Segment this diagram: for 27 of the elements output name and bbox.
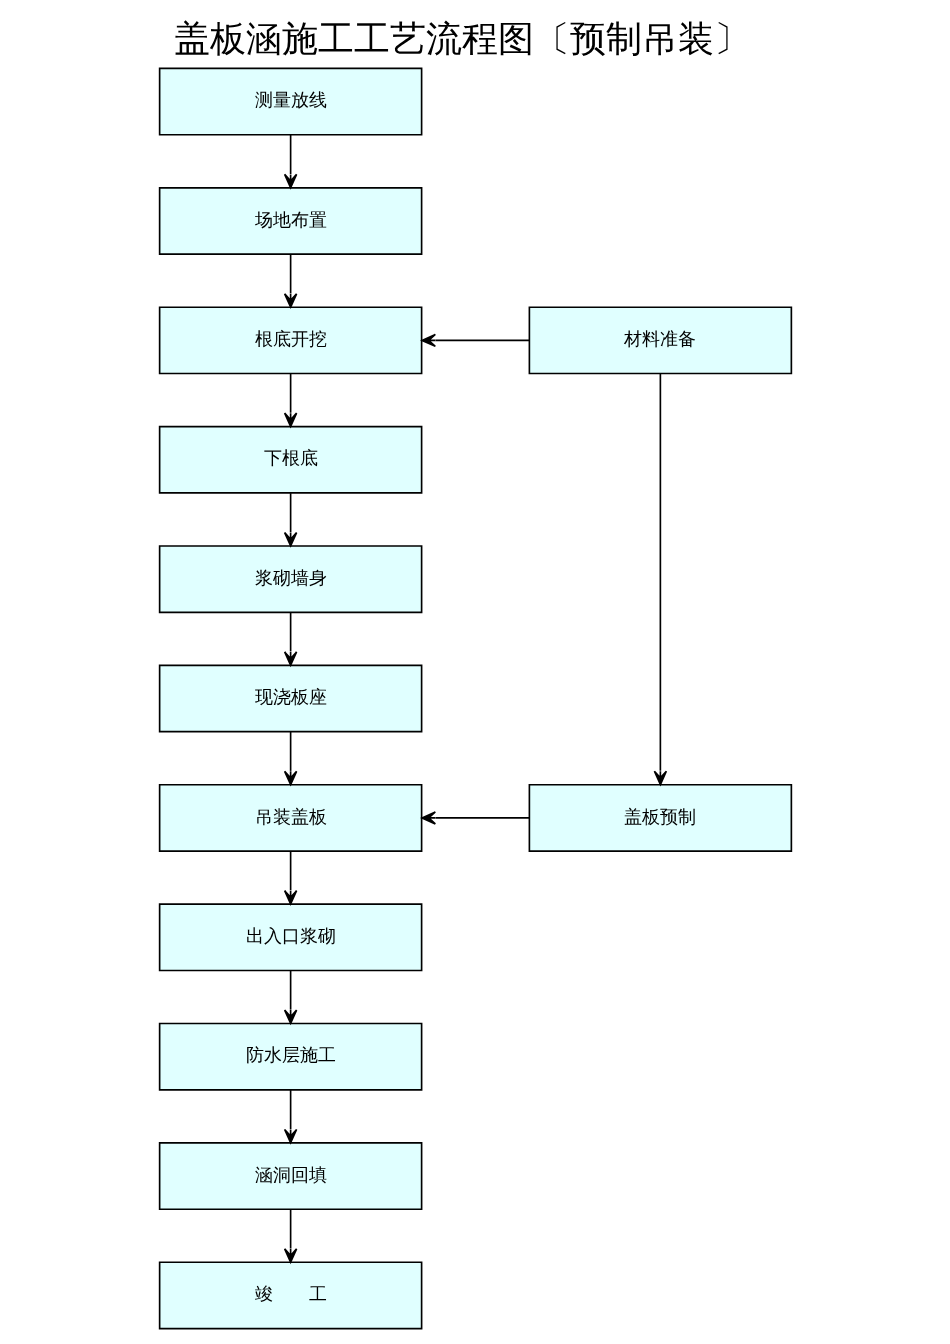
arrow (283, 969, 297, 1025)
arrow (283, 731, 297, 786)
arrow (420, 811, 530, 825)
node-box: 出入口浆砌 (158, 903, 422, 972)
arrow (283, 134, 297, 189)
node-box: 盖板预制 (528, 783, 792, 852)
node-box: 防水层施工 (158, 1022, 422, 1091)
arrow (283, 1089, 297, 1144)
node-box: 涵洞回填 (158, 1142, 422, 1211)
node-box: 竣 工 (158, 1261, 422, 1330)
arrow (283, 492, 297, 547)
node-box: 现浇板座 (158, 664, 422, 733)
arrow (283, 372, 297, 428)
node-box: 下根底 (158, 425, 422, 494)
arrow (283, 611, 297, 667)
arrow (283, 1208, 297, 1263)
arrow (653, 373, 667, 786)
arrow (420, 333, 530, 348)
arrow (283, 850, 297, 905)
node-box: 场地布置 (158, 187, 422, 255)
node-box: 吊装盖板 (158, 783, 422, 852)
arrow (283, 253, 297, 308)
node-box: 测量放线 (158, 67, 422, 136)
node-box: 材料准备 (528, 306, 792, 375)
diagram-title: 盖板涵施工工艺流程图〔预制吊装〕 (173, 17, 750, 61)
node-box: 浆砌墙身 (158, 545, 422, 614)
node-box: 根底开挖 (158, 306, 422, 375)
